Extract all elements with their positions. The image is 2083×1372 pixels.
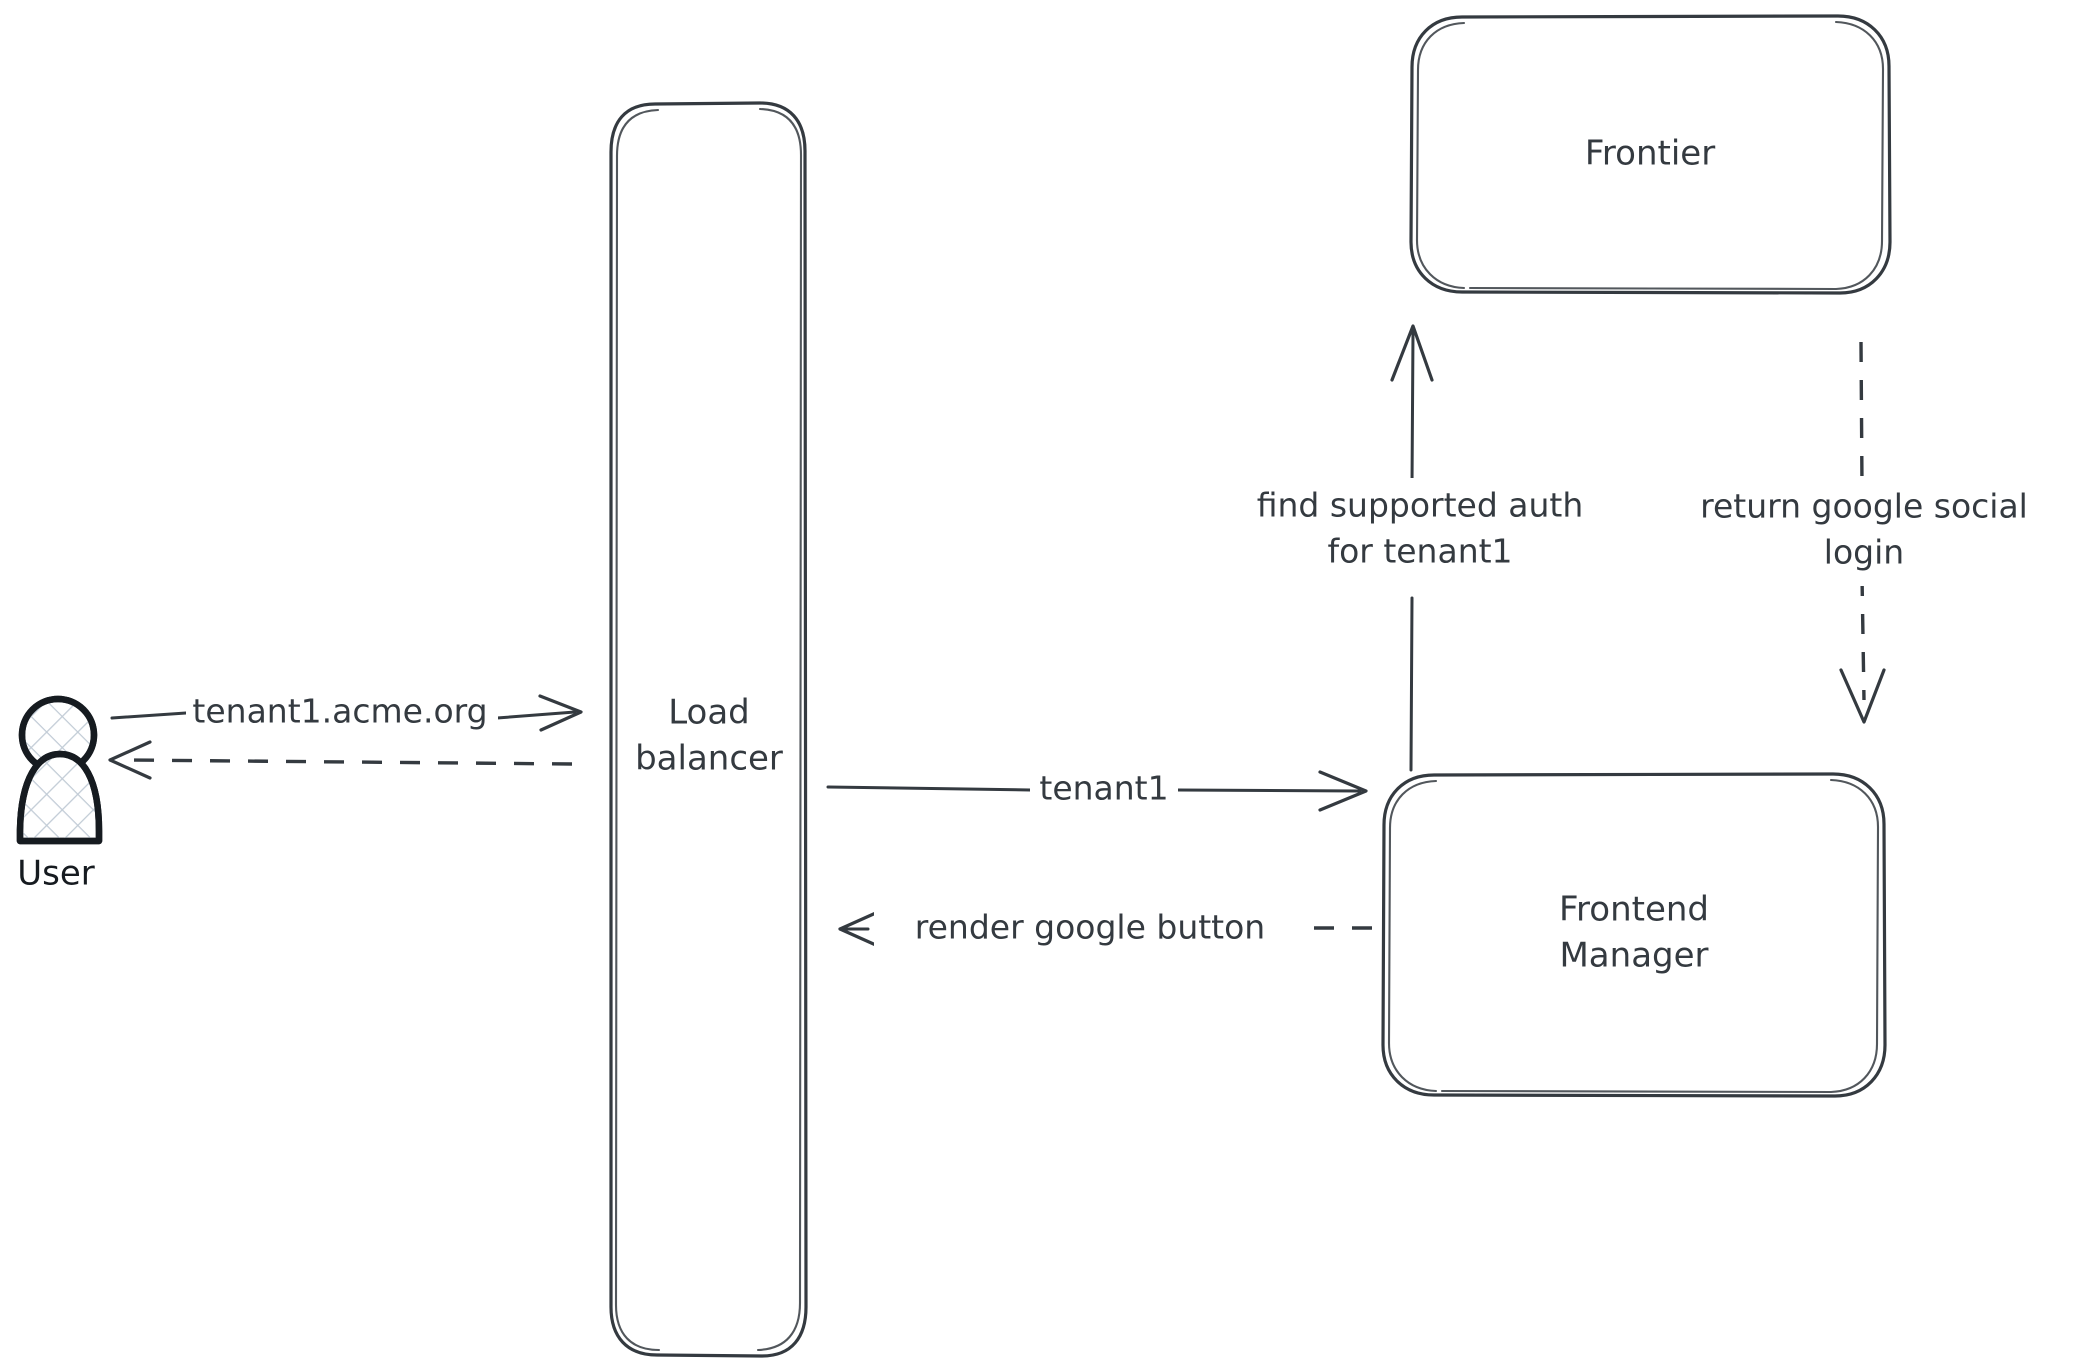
- node-frontier[interactable]: Frontier: [1409, 14, 1892, 295]
- edge-segment-upper: [1410, 330, 1415, 487]
- edge-load-balancer-to-frontend-manager[interactable]: tenant1: [826, 768, 1368, 812]
- frontend-manager-shape: [1381, 772, 1887, 1098]
- edge-label-backdrop: [874, 906, 1302, 952]
- edge-frontier-to-frontend-manager[interactable]: return google social login: [1660, 341, 2070, 724]
- user-head-hatch: [22, 699, 94, 771]
- edge-segment-left: [110, 711, 188, 720]
- frontier-shape: [1409, 14, 1892, 295]
- load-balancer-label-line1: Load: [668, 693, 750, 733]
- edge-arrowhead-down: [1839, 668, 1886, 724]
- edge-label-find-auth-line1: find supported auth: [1257, 486, 1584, 525]
- edge-label-backdrop: [186, 690, 498, 736]
- edge-label-tenant1: tenant1: [1039, 769, 1168, 808]
- edge-label-backdrop: [1660, 480, 2070, 586]
- edge-dashed-segment-upper: [1859, 341, 1864, 487]
- actor-user[interactable]: User: [16, 695, 103, 894]
- edge-segment-right: [495, 710, 577, 720]
- edge-dashed-segment: [127, 758, 573, 766]
- edge-label-find-auth-line2: for tenant1: [1327, 532, 1512, 571]
- load-balancer-shape: [609, 101, 808, 1358]
- frontend-manager-sketch-accent: [1387, 779, 1438, 1093]
- edge-arrowhead-right: [538, 694, 583, 732]
- node-frontend-manager[interactable]: Frontend Manager: [1381, 772, 1887, 1098]
- edge-segment-left: [826, 785, 1032, 792]
- edge-label-tenant-domain: tenant1.acme.org: [192, 692, 487, 731]
- frontier-sketch-accent: [1415, 21, 1466, 290]
- node-load-balancer[interactable]: Load balancer: [609, 101, 808, 1358]
- load-balancer-sketch-accent-2: [756, 107, 803, 1352]
- edge-label-return-login-line1: return google social: [1700, 487, 2028, 526]
- edge-segment-lower: [1409, 596, 1414, 772]
- frontier-label: Frontier: [1585, 134, 1715, 174]
- edge-frontend-manager-to-frontier[interactable]: find supported auth for tenant1: [1218, 324, 1618, 772]
- edge-load-balancer-to-user[interactable]: [108, 740, 573, 780]
- edge-segment-right: [1176, 788, 1362, 793]
- edge-user-to-load-balancer[interactable]: tenant1.acme.org: [110, 690, 583, 736]
- edge-label-return-login-line2: login: [1824, 533, 1904, 572]
- load-balancer-sketch-accent: [614, 108, 661, 1352]
- edge-arrowhead-right: [1318, 770, 1368, 812]
- load-balancer-label-line2: balancer: [635, 739, 783, 779]
- user-body-outline: [16, 750, 103, 845]
- edge-dashed-segment-lower: [1860, 575, 1866, 701]
- edge-label-backdrop: [1218, 478, 1618, 586]
- edge-label-render-google-button: render google button: [915, 908, 1265, 947]
- edge-frontend-manager-to-load-balancer[interactable]: render google button: [838, 906, 1372, 952]
- frontier-sketch-accent-2: [1468, 20, 1885, 291]
- frontend-manager-label-line1: Frontend: [1559, 890, 1709, 930]
- edge-arrowhead-up: [1390, 324, 1434, 382]
- user-body-hatch: [20, 754, 99, 841]
- user-label: User: [17, 854, 95, 894]
- edge-arrowhead-left: [108, 740, 152, 780]
- frontend-manager-label-line2: Manager: [1559, 936, 1708, 976]
- edge-label-backdrop: [1030, 768, 1178, 812]
- frontend-manager-sketch-accent-2: [1440, 778, 1880, 1094]
